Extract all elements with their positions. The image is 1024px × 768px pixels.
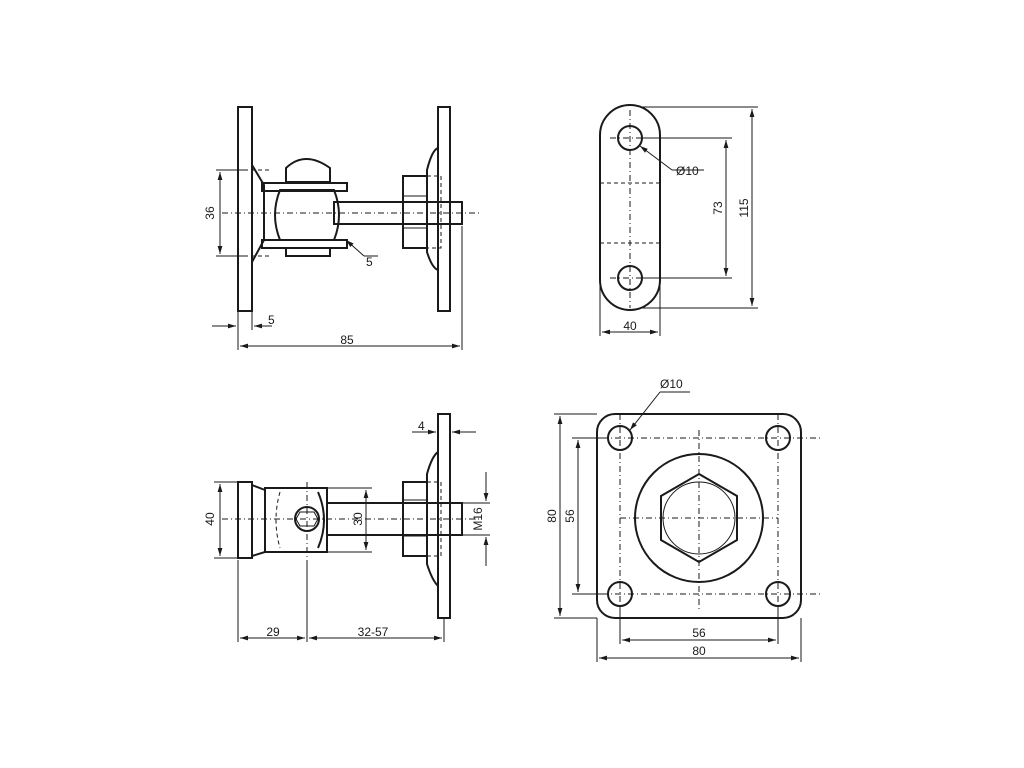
dim-m16: M16 [462,472,490,566]
dim-4-label: 4 [418,419,425,433]
mounting-plate-right [437,106,451,312]
dim-40-end: 40 [599,280,661,336]
dim-56-vertical-label: 56 [563,509,577,523]
wall-plate-left [237,106,253,312]
mounting-plate [437,413,451,619]
dim-m16-label: M16 [471,507,485,531]
dim-29: 29 [237,560,308,642]
dim-5-plate: 5 [212,311,275,330]
dim-dia10-plate: Ø10 [629,377,690,431]
dim-40-end-label: 40 [623,319,637,333]
dim-40-pin-label: 40 [203,512,217,526]
dim-115: 115 [640,106,758,309]
dim-5-weld: 5 [345,239,378,269]
dim-56-horizontal-label: 56 [692,626,706,640]
plate-boss [426,146,439,272]
dim-73: 73 [642,137,732,279]
dim-29-label: 29 [266,625,280,639]
dim-32-57: 32-57 [309,618,445,642]
ball-cap-bottom [285,247,331,257]
dim-30: 30 [327,487,372,553]
dim-5-plate-label: 5 [268,313,275,327]
plate-view: Ø10 80 56 56 80 [545,377,820,662]
dim-56-horizontal: 56 [619,606,779,644]
dim-80-horizontal: 80 [596,618,802,662]
dim-4: 4 [412,414,476,435]
dim-32-57-label: 32-57 [358,625,389,639]
dim-30-label: 30 [351,512,365,526]
hex-nut [402,175,428,249]
side-view-top: 36 5 5 85 [203,106,480,350]
dim-40-pin: 40 [203,481,238,559]
dim-dia10-end: Ø10 [639,145,704,178]
dim-73-label: 73 [711,201,725,215]
pin-head [237,481,253,559]
dim-5-weld-label: 5 [366,255,373,269]
ball-body [274,189,340,241]
dim-dia10-end-label: Ø10 [676,164,699,178]
dim-85: 85 [237,226,463,350]
dim-115-label: 115 [737,198,751,217]
dim-80-horizontal-label: 80 [692,644,706,658]
dim-36: 36 [203,169,245,257]
dim-80-vertical-label: 80 [545,509,559,523]
end-view: Ø10 73 115 40 [599,104,758,336]
dim-dia10-plate-label: Ø10 [660,377,683,391]
bracket-lower-flange [261,239,348,249]
square-plate [596,413,802,619]
dim-36-label: 36 [203,206,217,220]
dim-85-label: 85 [340,333,354,347]
ball-cap-top [285,158,331,183]
side-view-bottom: 4 40 30 M16 29 [203,413,490,642]
dim-80-vertical: 80 [545,413,597,619]
dim-56-vertical: 56 [563,437,608,595]
